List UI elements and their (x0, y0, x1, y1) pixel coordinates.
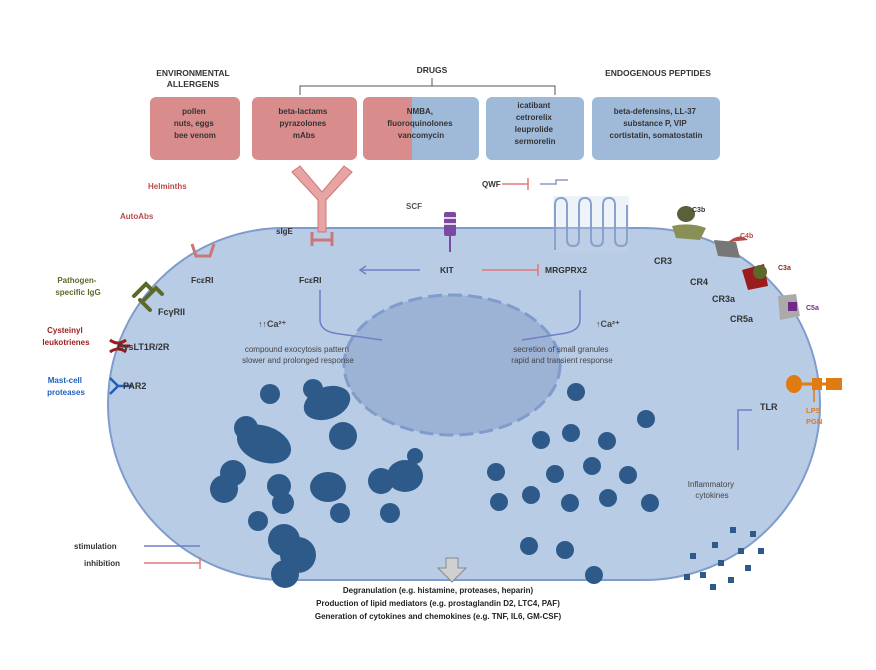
qwf-molecule-icon (540, 179, 568, 185)
small-granules (487, 383, 659, 584)
c5a-label: C5a (806, 305, 819, 312)
autoabs-label: AutoAbs (120, 212, 154, 221)
tlr-signal-line (737, 409, 752, 450)
peptides-box (592, 97, 720, 160)
scf-ligand-icon (444, 212, 456, 252)
fceri-signal-line (319, 290, 383, 341)
output-arrow-icon (436, 557, 468, 583)
large-granules (210, 379, 423, 588)
nucleus (342, 293, 562, 437)
c3b-icon (672, 206, 706, 240)
endogenous-title: ENDOGENOUS PEPTIDES (605, 68, 711, 78)
mrgprx2-signal-line (521, 290, 581, 341)
calcium-left: ↑↑Ca²⁺ (258, 319, 287, 329)
legend-inhibition-label: inhibition (84, 559, 120, 568)
cyslt-receptor-icon (109, 338, 130, 354)
sige-label: sIgE (276, 227, 294, 236)
tlr-label: TLR (760, 402, 778, 412)
lps-label: LPS PGN (806, 406, 823, 426)
output-cytokines: Generation of cytokines and chemokines (… (315, 612, 562, 621)
legend-stimulation-label: stimulation (74, 542, 117, 551)
qwf-label: QWF (482, 180, 501, 189)
allergens-text: pollen nuts, eggs bee venom (174, 107, 216, 140)
fceri-receptor-icon (310, 232, 334, 246)
par2-label: PAR2 (123, 381, 146, 391)
drugs-b-text: NMBA, fluoroquinolones vancomycin (387, 107, 455, 140)
output-degranulation: Degranulation (e.g. histamine, proteases… (343, 586, 534, 595)
peptides-text: beta-defensins, LL-37 substance P, VIP c… (610, 107, 703, 140)
c3a-icon (742, 264, 768, 290)
cr3a-label: CR3a (712, 294, 736, 304)
drugs-title: DRUGS (417, 65, 448, 75)
allergens-box (150, 97, 240, 160)
output-lipid-mediators: Production of lipid mediators (e.g. pros… (316, 599, 560, 608)
tlr-lps-icon (786, 375, 842, 402)
c5a-icon (778, 294, 800, 320)
c3a-label: C3a (778, 265, 791, 272)
calcium-right: ↑Ca²⁺ (596, 319, 620, 329)
cr3-label: CR3 (654, 256, 672, 266)
kit-to-mrgprx2-inhib (482, 264, 539, 276)
c4b-label: C4b (740, 233, 753, 240)
proteases-label: Mast-cell proteases (47, 376, 85, 397)
fceri-inner-label: FcεRI (299, 275, 321, 285)
left-response-text: compound exocytosis pattern slower and p… (242, 345, 354, 365)
drugs-box-b-join (412, 97, 424, 160)
pathogen-igg-label: Pathogen- specific IgG (55, 276, 100, 297)
drugs-c-text: icatibant cetrorelix leuprolide sermorel… (515, 101, 556, 146)
drugs-box-b-blue (412, 97, 479, 160)
sige-antibody-icon (291, 165, 353, 233)
drugs-box-b-red (363, 97, 423, 160)
fcgrii-receptor-icon (132, 281, 164, 312)
mrgprx2-label: MRGPRX2 (545, 265, 587, 275)
cr4-label: CR4 (690, 277, 708, 287)
kit-to-fceri-stim (358, 265, 420, 275)
cytokine-particles (684, 527, 764, 590)
right-response-text: secretion of small granules rapid and tr… (511, 345, 613, 365)
legend-inhibition-line (144, 557, 201, 569)
qwf-inhibition-line (502, 178, 529, 190)
cysteinyl-label: Cysteinyl leukotrienes (42, 326, 90, 347)
c3b-label: C3b (692, 207, 705, 214)
cr5a-label: CR5a (730, 314, 754, 324)
fcgrii-label: FcγRII (158, 307, 185, 317)
drugs-bracket (299, 78, 556, 95)
kit-label: KIT (440, 265, 455, 275)
fceri-outer-label: FcεRI (191, 275, 213, 285)
drugs-box-c (486, 97, 584, 160)
drugs-box-a (252, 97, 357, 160)
par2-receptor-icon (109, 377, 132, 395)
c4b-icon (714, 236, 748, 258)
helminths-label: Helminths (148, 182, 187, 191)
cyslt-label: CysLT1R/2R (117, 342, 170, 352)
scf-label: SCF (406, 202, 422, 211)
inflammatory-text: Inflammatory cytokines (688, 480, 736, 500)
mrgprx2-receptor-icon (553, 196, 629, 252)
fceri-outer-icon (190, 243, 216, 258)
drugs-a-text: beta-lactams pyrazolones mAbs (278, 107, 329, 140)
